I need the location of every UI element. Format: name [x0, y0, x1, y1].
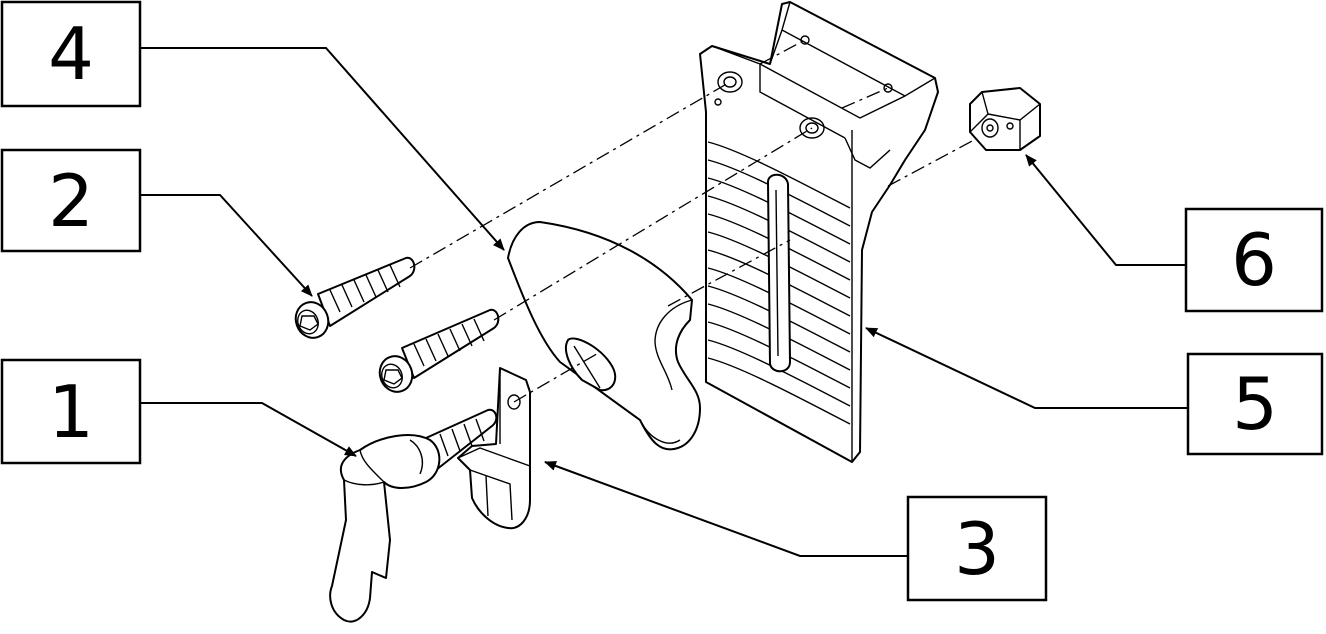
assembly-centerlines — [409, 39, 975, 403]
callout-2: 2 — [0, 148, 142, 253]
callout-box — [1186, 352, 1324, 456]
part-2-upper-screw — [294, 256, 416, 339]
callout-5: 5 — [1186, 352, 1324, 456]
part-1-clamping-lever — [329, 408, 498, 623]
part-2-lower-screw — [378, 308, 500, 393]
callout-6: 6 — [1184, 207, 1324, 313]
part-3-clip — [457, 367, 531, 530]
callout-1: 1 — [0, 358, 142, 465]
callout-4: 4 — [0, 0, 142, 108]
part-5-ribbed-plate — [699, 1, 939, 463]
callout-number: 4 — [48, 12, 94, 96]
leader-lines — [140, 47, 1188, 557]
callout-box — [1184, 207, 1324, 313]
callout-box — [0, 148, 142, 253]
callout-number: 2 — [48, 159, 94, 243]
callout-number: 6 — [1231, 218, 1277, 302]
callout-box — [906, 495, 1048, 602]
callout-number: 5 — [1232, 362, 1278, 446]
callout-number: 1 — [48, 370, 94, 454]
callout-3: 3 — [906, 495, 1048, 602]
part-6-nut — [969, 87, 1041, 151]
callout-number: 3 — [954, 507, 1000, 591]
callout-box — [0, 358, 142, 465]
callout-box — [0, 0, 142, 108]
part-4-curved-bracket — [507, 221, 701, 451]
